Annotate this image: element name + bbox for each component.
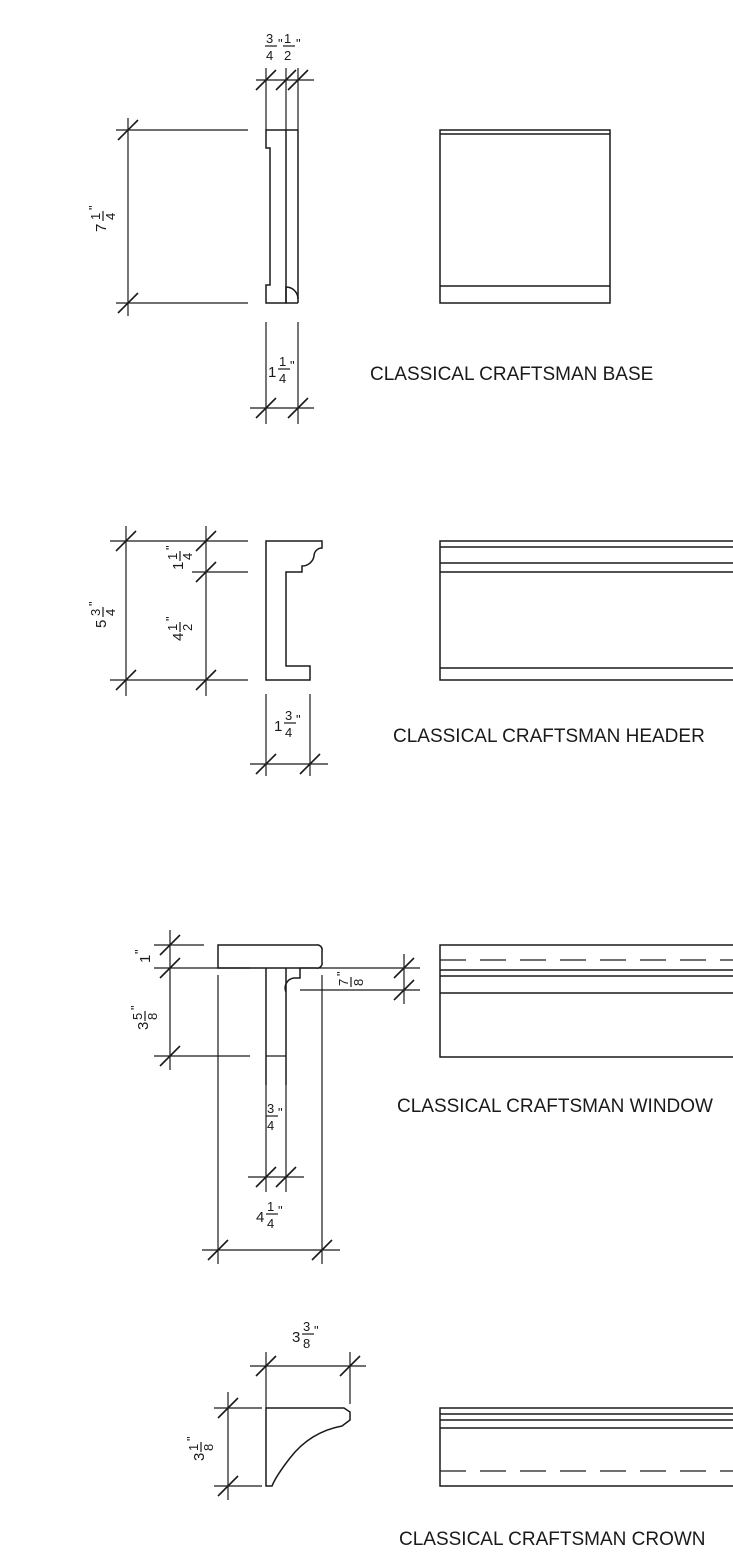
window-upper-num: 5 xyxy=(130,1013,145,1020)
window-detail: 1 " 3 5 8 " 7 8 " xyxy=(128,930,733,1264)
crown-width-whole: 3 xyxy=(292,1329,300,1346)
svg-text:": " xyxy=(296,36,301,51)
svg-text:": " xyxy=(184,1436,199,1441)
header-height-whole: 5 xyxy=(93,620,110,628)
base-top-b-den: 2 xyxy=(284,48,291,63)
header-upper-den: 4 xyxy=(180,553,195,560)
header-height-den: 4 xyxy=(103,609,118,616)
base-profile xyxy=(265,129,299,304)
crown-height-dimension: 3 1 8 " xyxy=(184,1392,262,1500)
crown-height-num: 1 xyxy=(186,1444,201,1451)
header-profile xyxy=(265,540,323,681)
window-side-num: 7 xyxy=(336,979,351,986)
header-depth-whole: 1 xyxy=(274,718,282,735)
window-top-whole: 1 xyxy=(137,955,154,963)
window-upper-whole: 3 xyxy=(135,1022,152,1030)
crown-width-num: 3 xyxy=(303,1319,310,1334)
base-bottom-whole: 1 xyxy=(268,364,276,381)
base-height-den: 4 xyxy=(103,213,118,220)
svg-text:": " xyxy=(128,1005,143,1010)
window-side-den: 8 xyxy=(351,979,366,986)
header-lower-whole: 4 xyxy=(170,633,187,641)
base-bottom-num: 1 xyxy=(279,354,286,369)
window-title: CLASSICAL CRAFTSMAN WINDOW xyxy=(397,1096,713,1117)
base-bottom-den: 4 xyxy=(279,371,286,386)
window-upper-den: 8 xyxy=(145,1013,160,1020)
crown-detail: 3 3 8 " 3 1 8 " CLASS xyxy=(184,1319,733,1550)
crown-title: CLASSICAL CRAFTSMAN CROWN xyxy=(399,1529,706,1550)
base-top-b-num: 1 xyxy=(284,31,291,46)
base-top-dimension: 3 4 " 1 2 " xyxy=(255,31,314,130)
window-width-whole: 4 xyxy=(256,1209,264,1226)
svg-text:": " xyxy=(278,1203,283,1218)
crown-height-den: 8 xyxy=(201,1444,216,1451)
header-elevation xyxy=(439,540,733,681)
window-side-dimension: 7 8 " xyxy=(300,954,420,1004)
header-detail: 5 3 4 " 1 1 4 " 4 1 2 " xyxy=(86,526,733,776)
base-bottom-dimension: 1 1 4 " xyxy=(250,322,314,424)
base-height-num: 1 xyxy=(88,213,103,220)
window-width-dimension: 4 1 4 " xyxy=(202,975,340,1264)
base-detail: 7 1 4 " 3 4 " 1 2 " xyxy=(86,31,653,424)
header-upper-whole: 1 xyxy=(170,562,187,570)
header-depth-num: 3 xyxy=(285,708,292,723)
header-lower-den: 2 xyxy=(180,624,195,631)
header-upper-num: 1 xyxy=(165,553,180,560)
crown-height-whole: 3 xyxy=(191,1453,208,1461)
window-inner-num: 3 xyxy=(267,1101,274,1116)
crown-width-dimension: 3 3 8 " xyxy=(250,1319,366,1408)
base-height-dimension: 7 1 4 " xyxy=(86,118,248,316)
svg-text:": " xyxy=(290,358,295,373)
svg-text:": " xyxy=(296,712,301,727)
window-inner-den: 4 xyxy=(267,1118,274,1133)
svg-text:": " xyxy=(163,616,178,621)
window-elevation xyxy=(439,944,733,1058)
svg-text:": " xyxy=(334,971,349,976)
header-depth-dimension: 1 3 4 " xyxy=(250,694,328,776)
svg-text:": " xyxy=(278,36,283,51)
crown-width-den: 8 xyxy=(303,1336,310,1351)
base-title: CLASSICAL CRAFTSMAN BASE xyxy=(370,364,653,385)
base-elevation xyxy=(439,129,611,304)
window-width-den: 4 xyxy=(267,1216,274,1231)
svg-text:": " xyxy=(163,545,178,550)
base-height-whole: 7 xyxy=(93,224,110,232)
svg-text:": " xyxy=(278,1105,283,1120)
header-lower-num: 1 xyxy=(165,624,180,631)
header-title: CLASSICAL CRAFTSMAN HEADER xyxy=(393,726,705,747)
header-height-num: 3 xyxy=(88,609,103,616)
svg-text:": " xyxy=(86,601,101,606)
window-vertical-dimensions: 1 " 3 5 8 " xyxy=(128,930,250,1070)
header-depth-den: 4 xyxy=(285,725,292,740)
svg-text:": " xyxy=(86,205,101,210)
crown-profile xyxy=(265,1407,351,1487)
svg-text:": " xyxy=(314,1323,319,1338)
base-top-a-num: 3 xyxy=(266,31,273,46)
crown-elevation xyxy=(439,1407,733,1487)
svg-text:": " xyxy=(132,949,147,954)
base-top-a-den: 4 xyxy=(266,48,273,63)
window-inner-dimension: 3 4 " xyxy=(248,1085,304,1192)
header-height-dimension: 5 3 4 " 1 1 4 " 4 1 2 " xyxy=(86,526,248,696)
window-width-num: 1 xyxy=(267,1199,274,1214)
window-profile xyxy=(217,944,323,1085)
